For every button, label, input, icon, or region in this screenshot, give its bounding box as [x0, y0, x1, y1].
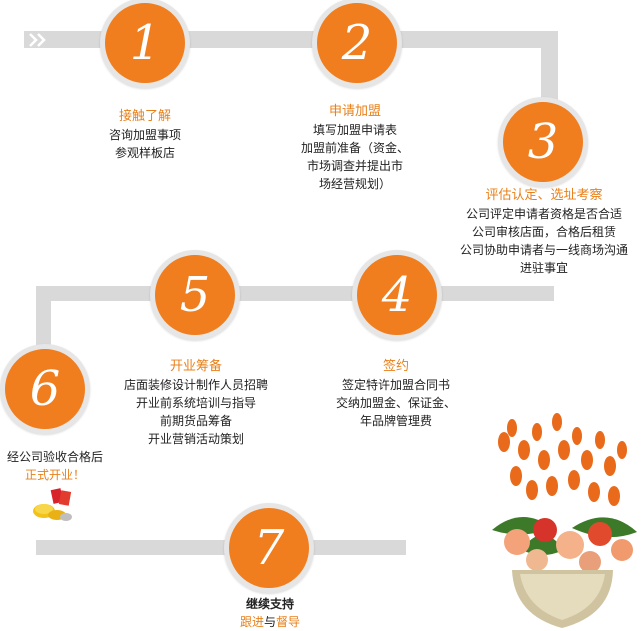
supervise-word: 督导: [276, 615, 301, 629]
step-7-text: 继续支持 跟进与督导: [200, 595, 340, 631]
path-segment-left-down: [36, 286, 51, 346]
path-segment-bottom: [36, 540, 406, 555]
step-number: 1: [129, 15, 161, 71]
step-1-text: 接触了解 咨询加盟事项 参观样板店: [60, 108, 230, 162]
step-7-circle: 7: [224, 503, 314, 593]
follow-sep-word: 与: [263, 615, 276, 629]
step-1-circle: 1: [100, 0, 190, 88]
step-4-text: 签约 签定特许加盟合同书 交纳加盟金、保证金、 年品牌管理费: [315, 358, 477, 430]
step-4-circle: 4: [352, 250, 442, 340]
step-number: 7: [253, 520, 285, 576]
step-number: 2: [341, 15, 373, 71]
step-line: 市场调查并提出市: [306, 159, 403, 173]
step-line: 加盟前准备（资金、: [300, 141, 409, 155]
step-line: 前期货品筹备: [159, 414, 232, 428]
step-number: 6: [29, 361, 61, 417]
follow-up-word: 跟进: [239, 615, 264, 629]
coins-icon: [33, 488, 72, 521]
step-highlight: 正式开业！: [24, 468, 85, 482]
step-title: 评估认定、选址考察: [485, 188, 603, 203]
step-title: 开业筹备: [169, 359, 222, 374]
step-5-text: 开业筹备 店面装修设计制作人员招聘 开业前系统培训与指导 前期货品筹备 开业营销…: [106, 358, 286, 448]
step-title: 申请加盟: [328, 104, 381, 119]
step-line: 公司审核店面，合格后租赁: [471, 225, 616, 239]
path-segment-middle: [36, 286, 554, 301]
step-3-text: 评估认定、选址考察 公司评定申请者资格是否合适 公司审核店面，合格后租赁 公司协…: [446, 187, 642, 277]
step-line: 公司协助申请者与一线商场沟通: [459, 243, 628, 257]
step-line: 场经营规划）: [318, 177, 391, 191]
step-line: 开业营销活动策划: [147, 432, 244, 446]
step-line: 公司评定申请者资格是否合适: [465, 207, 622, 221]
step-line: 店面装修设计制作人员招聘: [123, 378, 268, 392]
step-line: 经公司验收合格后: [6, 450, 103, 464]
flower-bouquet-icon: [492, 413, 637, 628]
step-line: 进驻事宜: [519, 261, 568, 275]
step-title: 签约: [382, 359, 409, 374]
step-title: 接触了解: [118, 109, 171, 124]
step-title: 继续支持: [245, 597, 294, 611]
step-number: 3: [527, 114, 559, 170]
chevron-double-right-icon: [29, 33, 46, 47]
step-line: 参观样板店: [114, 146, 175, 160]
step-line: 填写加盟申请表: [312, 123, 397, 137]
step-line: 年品牌管理费: [359, 414, 432, 428]
step-5-circle: 5: [150, 250, 240, 340]
step-2-circle: 2: [312, 0, 402, 88]
step-2-text: 申请加盟 填写加盟申请表 加盟前准备（资金、 市场调查并提出市 场经营规划）: [270, 103, 440, 193]
step-line: 开业前系统培训与指导: [135, 396, 256, 410]
step-number: 4: [381, 267, 413, 323]
step-3-circle: 3: [498, 97, 588, 187]
step-follow-line: 跟进与督导: [200, 613, 340, 631]
step-line: 咨询加盟事项: [108, 128, 181, 142]
step-6-circle: 6: [0, 344, 90, 434]
step-line: 交纳加盟金、保证金、: [335, 396, 456, 410]
step-number: 5: [179, 267, 211, 323]
step-line: 签定特许加盟合同书: [341, 378, 450, 392]
step-6-text: 经公司验收合格后 正式开业！: [0, 448, 110, 484]
